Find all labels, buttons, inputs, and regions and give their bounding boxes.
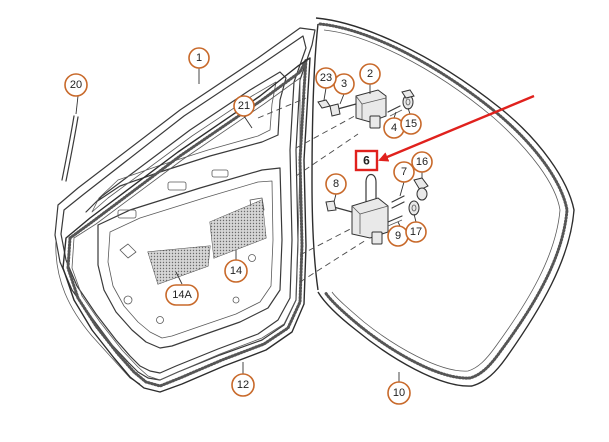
highlight-box-6: 6: [354, 149, 379, 172]
highlight-arrow: [378, 94, 535, 162]
callout-label: 14A: [172, 289, 192, 301]
callout-label: 21: [238, 100, 250, 112]
callout-16: 16: [411, 151, 433, 173]
callout-21: 21: [233, 95, 255, 117]
callout-label: 12: [237, 379, 249, 391]
callout-7: 7: [393, 161, 415, 183]
callout-label: 8: [333, 178, 339, 190]
callout-label: 23: [320, 72, 332, 84]
callout-2: 2: [359, 63, 381, 85]
upper-hinge: [317, 89, 415, 129]
door-seal-12: [62, 57, 311, 393]
callout-10: 10: [387, 381, 411, 405]
callout-label: 2: [367, 68, 373, 80]
callout-9: 9: [387, 225, 409, 247]
callout-label: 10: [393, 387, 405, 399]
callout-label: 20: [70, 79, 82, 91]
callout-15: 15: [400, 113, 422, 135]
callout-14a: 14A: [165, 284, 199, 306]
foam-pads: [147, 199, 267, 285]
callout-label: 14: [230, 265, 242, 277]
callout-label: 17: [410, 226, 422, 238]
callout-label: 3: [341, 78, 347, 90]
callout-1: 1: [188, 47, 210, 69]
callout-label: 7: [401, 166, 407, 178]
leader-lines: [75, 68, 423, 382]
callout-label: 1: [196, 52, 202, 64]
lower-hinge: [325, 173, 429, 245]
callout-label: 4: [391, 122, 397, 134]
callout-12: 12: [231, 373, 255, 397]
alignment-lines: [257, 97, 367, 283]
callout-20: 20: [64, 73, 88, 97]
body-seal-10: [311, 17, 575, 387]
callout-label: 16: [416, 156, 428, 168]
callout-23: 23: [315, 67, 337, 89]
callout-8: 8: [325, 173, 347, 195]
callout-14: 14: [224, 259, 248, 283]
callout-label: 9: [395, 230, 401, 242]
callout-17: 17: [405, 221, 427, 243]
channel-strip-20: [61, 115, 79, 182]
highlight-label: 6: [363, 154, 370, 168]
door-shell: [54, 27, 316, 385]
callout-3: 3: [333, 73, 355, 95]
callout-label: 15: [405, 118, 417, 130]
